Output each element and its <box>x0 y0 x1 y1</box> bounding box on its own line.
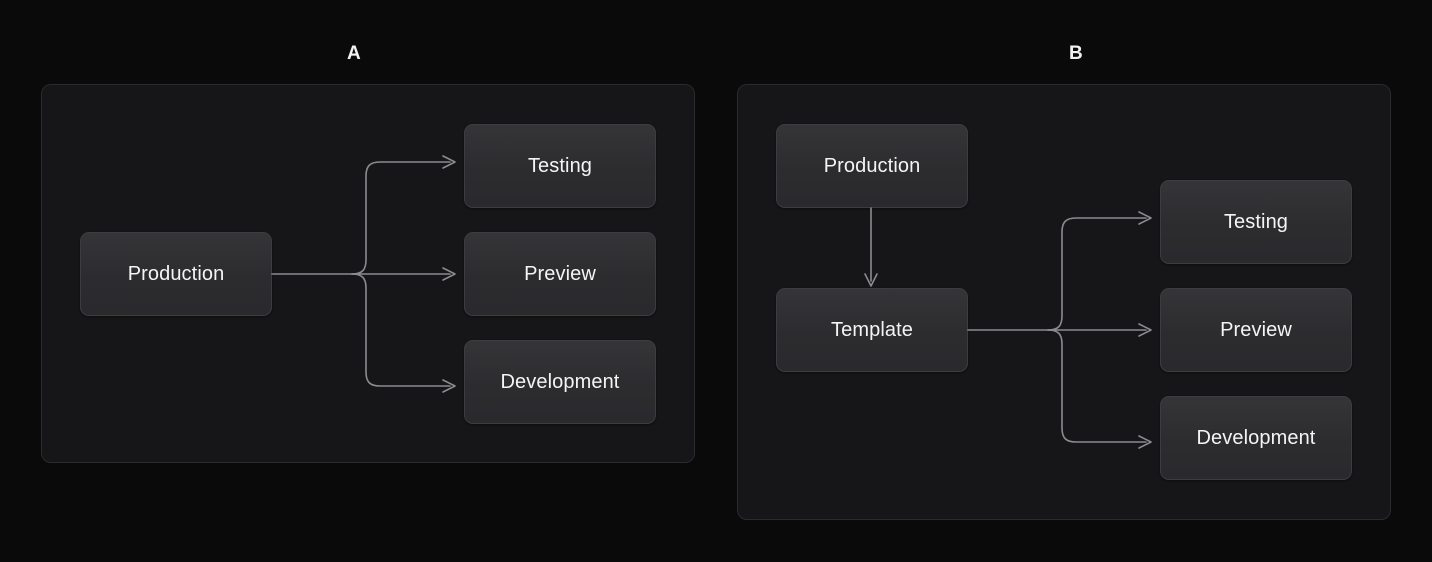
panel-a-node-production[interactable]: Production <box>80 232 272 316</box>
panel-b-title: B <box>1068 43 1084 64</box>
panel-b-node-development[interactable]: Development <box>1160 396 1352 480</box>
panel-b-node-template[interactable]: Template <box>776 288 968 372</box>
panel-a-node-testing[interactable]: Testing <box>464 124 656 208</box>
panel-a-node-preview[interactable]: Preview <box>464 232 656 316</box>
panel-a-node-development[interactable]: Development <box>464 340 656 424</box>
panel-a-title: A <box>346 43 362 64</box>
panel-b-node-preview[interactable]: Preview <box>1160 288 1352 372</box>
panel-b-node-production[interactable]: Production <box>776 124 968 208</box>
panel-b-node-testing[interactable]: Testing <box>1160 180 1352 264</box>
